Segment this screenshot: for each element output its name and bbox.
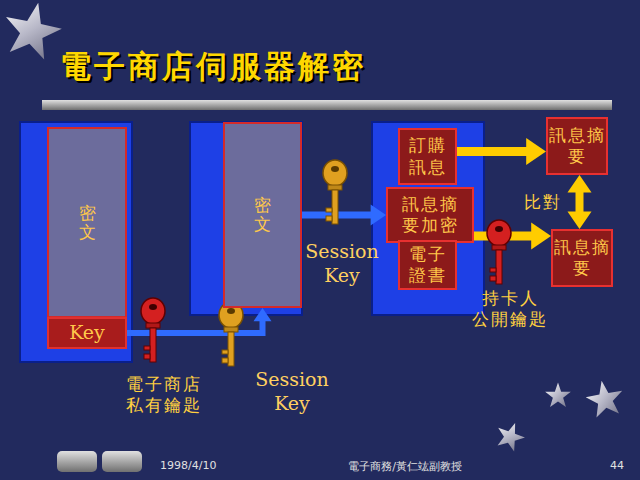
blue-panel — [190, 122, 302, 315]
arrow-head — [254, 308, 272, 321]
key-caption: 電子商店 私有鑰匙 — [116, 374, 212, 417]
connector-arrow — [568, 175, 592, 229]
node-text: Key — [69, 321, 105, 345]
process-box: 訊息摘要 — [546, 117, 608, 175]
node-text: 訊息摘要 — [548, 125, 606, 168]
node-text: 密文 — [79, 204, 96, 241]
session-key-icon — [323, 160, 347, 224]
process-box: 訊息摘要加密 — [386, 187, 474, 243]
key-box: Key — [47, 317, 127, 349]
footer-author: 電子商務/黃仁竑副教授 — [330, 460, 480, 474]
title-bar — [42, 100, 612, 110]
star-decoration — [545, 383, 571, 407]
connector-line — [457, 147, 527, 156]
session-key-icon — [219, 302, 243, 366]
key-caption: 持卡人 公開鑰匙 — [470, 288, 550, 331]
key-caption: Session Key — [300, 240, 384, 288]
arrow-head — [568, 175, 592, 193]
arrow-head — [371, 205, 386, 226]
arrow-head — [568, 211, 592, 229]
private-key-icon — [141, 298, 165, 362]
star-decoration — [492, 418, 528, 453]
nav-button — [57, 451, 97, 472]
footer-date: 1998/4/10 — [160, 459, 240, 473]
connector-arrow — [302, 205, 386, 226]
nav-button — [102, 451, 142, 472]
public-key-icon — [487, 220, 511, 284]
page-number: 44 — [610, 459, 636, 473]
node-text: 電子證書 — [400, 244, 455, 287]
connector-line — [576, 192, 584, 213]
slide-title: 電子商店伺服器解密 — [60, 46, 366, 88]
blue-panel — [20, 122, 132, 362]
arrow-head — [531, 223, 551, 250]
connector-arrow — [457, 138, 546, 165]
star-decoration — [0, 0, 66, 62]
ciphertext-box: 密文 — [47, 127, 127, 318]
connector-arrow — [474, 223, 551, 250]
edge-label: 比對 — [524, 191, 562, 214]
arrow-head — [526, 138, 546, 165]
node-text: 訂購訊息 — [400, 135, 455, 178]
process-box: 訊息摘要 — [551, 229, 613, 287]
node-text: 訊息摘要加密 — [398, 194, 462, 237]
process-box: 電子證書 — [398, 240, 457, 291]
node-text: 訊息摘要 — [553, 237, 611, 280]
process-box: 訂購訊息 — [398, 128, 457, 185]
ciphertext-box: 密文 — [223, 122, 302, 308]
node-text: 密文 — [254, 196, 271, 233]
key-caption: Session Key — [250, 368, 334, 416]
star-decoration — [583, 378, 626, 419]
